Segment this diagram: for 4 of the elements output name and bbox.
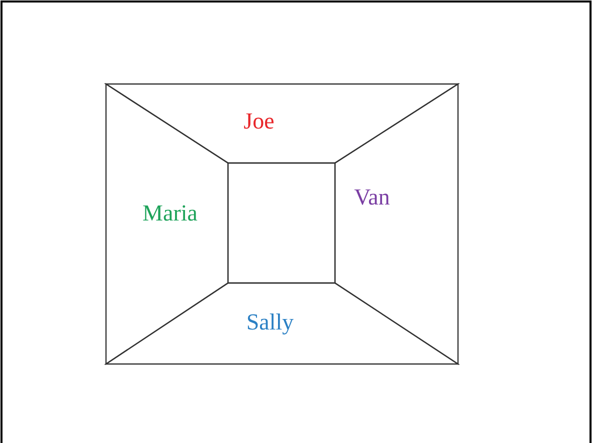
name-label: Maria	[142, 202, 198, 224]
name-label: Van	[354, 186, 390, 208]
name-label: Sally	[246, 310, 294, 334]
name-label: Joe	[244, 110, 274, 132]
